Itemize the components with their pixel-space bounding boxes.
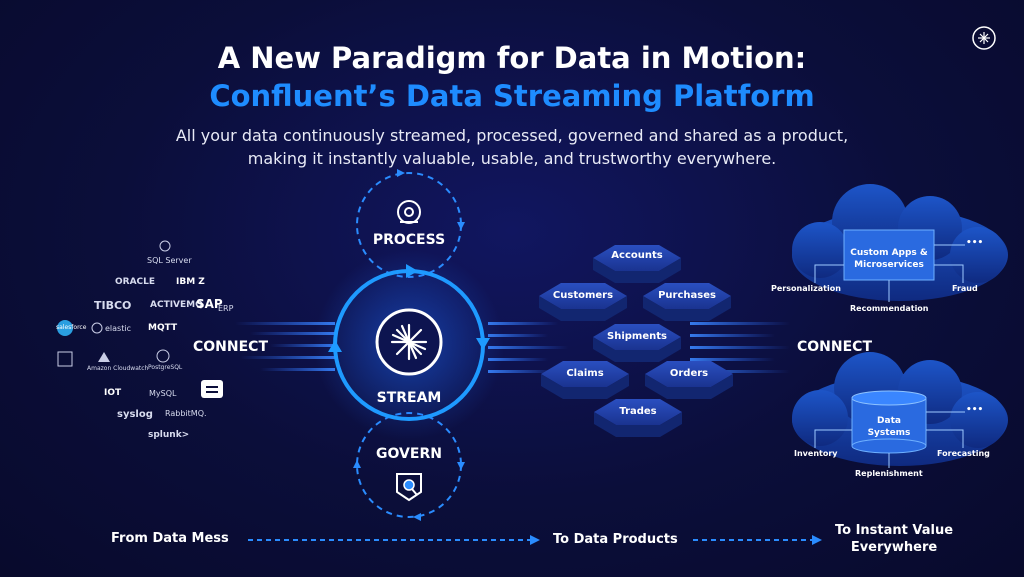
- apps-cloud-more-icon: •••: [966, 238, 984, 248]
- subtitle-line-2: making it instantly valuable, usable, an…: [247, 149, 777, 168]
- source-mqtt: MQTT: [148, 323, 178, 333]
- source-splunk: splunk>: [148, 430, 190, 440]
- source-iot: IOT: [104, 388, 122, 398]
- source-postgresql: PostgreSQL: [148, 364, 183, 371]
- leaf-recommendation: Recommendation: [850, 304, 929, 313]
- leaf-personalization: Personalization: [771, 284, 841, 293]
- process-label: PROCESS: [372, 232, 446, 248]
- data-cloud-title-line-2: Systems: [867, 428, 911, 438]
- product-accounts: Accounts: [611, 250, 663, 261]
- source-cloudwatch: Amazon Cloudwatch: [87, 365, 149, 372]
- data-products-cluster: [539, 245, 733, 437]
- source-tibco: TIBCO: [94, 299, 132, 312]
- apps-cloud-title: Custom Apps & Microservices: [844, 247, 934, 271]
- from-data-mess: From Data Mess: [111, 531, 229, 546]
- apps-cloud-title-line-1: Custom Apps &: [850, 248, 928, 258]
- to-instant-value: To Instant Value Everywhere: [828, 522, 960, 556]
- apps-cloud-title-line-2: Microservices: [854, 260, 924, 270]
- source-salesforce: salesforce: [56, 324, 87, 331]
- source-mysql: MySQL: [149, 389, 177, 398]
- data-cloud-title: Data Systems: [852, 415, 926, 439]
- product-trades: Trades: [619, 406, 657, 417]
- title-line-2: Confluent’s Data Streaming Platform: [209, 79, 815, 113]
- product-customers: Customers: [552, 290, 614, 301]
- subtitle: All your data continuously streamed, pro…: [100, 124, 924, 170]
- confluent-corner-logo-icon: [972, 26, 996, 50]
- product-claims: Claims: [566, 368, 604, 379]
- middle-connector-lines: [488, 322, 568, 373]
- stream-label: STREAM: [376, 390, 442, 406]
- process-icon: [397, 200, 421, 224]
- product-shipments: Shipments: [607, 331, 667, 342]
- product-purchases: Purchases: [658, 290, 716, 301]
- to-instant-value-line-1: To Instant Value: [834, 523, 954, 538]
- source-rabbitmq: RabbitMQ.: [165, 409, 207, 418]
- source-elastic: elastic: [105, 324, 131, 333]
- left-connector-lines: [235, 322, 335, 371]
- leaf-fraud: Fraud: [952, 284, 978, 293]
- to-data-products: To Data Products: [553, 532, 678, 547]
- source-oracle: ORACLE: [115, 277, 156, 287]
- govern-label: GOVERN: [376, 446, 442, 462]
- connect-right-label: CONNECT: [797, 339, 872, 355]
- leaf-inventory: Inventory: [794, 449, 838, 458]
- leaf-forecasting: Forecasting: [937, 449, 990, 458]
- source-ibmz: IBM Z: [176, 277, 205, 287]
- to-instant-value-line-2: Everywhere: [850, 540, 938, 555]
- leaf-replenishment: Replenishment: [855, 469, 923, 478]
- source-syslog: syslog: [117, 409, 153, 420]
- source-erp: ERP: [218, 304, 234, 313]
- confluent-logo-icon: [375, 308, 443, 376]
- govern-icon: [396, 473, 422, 502]
- source-activemq: ACTIVEMQ: [150, 300, 203, 310]
- right-connector-lines: [690, 322, 790, 373]
- source-sap: SAP: [196, 297, 223, 311]
- data-cloud-more-icon: •••: [966, 405, 984, 415]
- source-sqlserver: SQL Server: [147, 256, 192, 265]
- connect-left-label: CONNECT: [193, 339, 268, 355]
- database-icon: [851, 390, 927, 454]
- data-cloud-title-line-1: Data: [877, 416, 901, 426]
- apps-cloud: [792, 184, 1008, 302]
- product-orders: Orders: [669, 368, 709, 379]
- title-line-1: A New Paradigm for Data in Motion:: [217, 41, 807, 75]
- data-systems-cloud: [792, 352, 1008, 468]
- source-logo-icons: [57, 240, 223, 398]
- subtitle-line-1: All your data continuously streamed, pro…: [175, 126, 849, 145]
- progress-arrows: [248, 535, 822, 545]
